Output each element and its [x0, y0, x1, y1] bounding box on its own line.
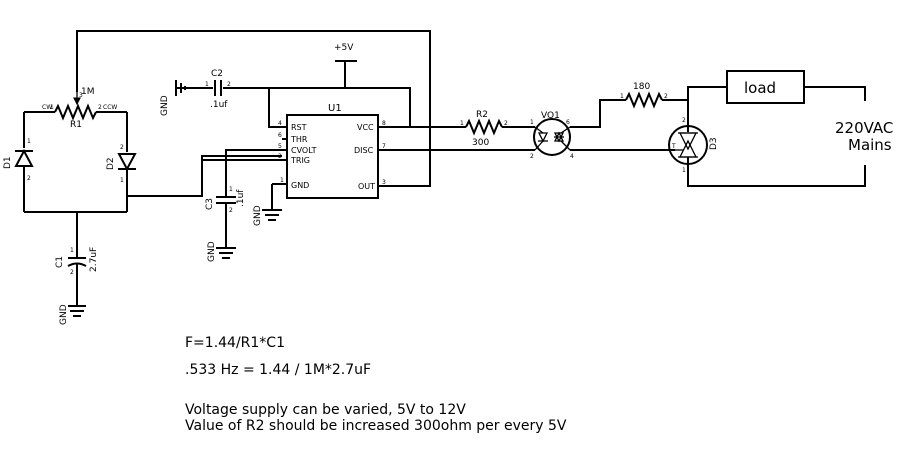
d3-pin1: 1: [682, 167, 686, 174]
r1-cw-label: CW: [42, 104, 52, 111]
u1-pin-vcc: VCC: [357, 123, 374, 132]
d2-ref: D2: [106, 157, 116, 170]
vo1-pin1: 1: [530, 119, 534, 126]
c1-pin1: 1: [70, 247, 74, 254]
d1-diode: D1 1 2: [3, 112, 34, 212]
r2-pin1: 1: [460, 120, 464, 127]
note-r2: Value of R2 should be increased 300ohm p…: [185, 418, 567, 434]
c3-gnd-label: GND: [207, 241, 217, 262]
c2-capacitor: C2 .1uf 1 2: [176, 69, 411, 128]
c1-capacitor: C1 2.7uF 1 2: [55, 212, 99, 306]
r1-ref: R1: [70, 120, 82, 130]
c3-pin1: 1: [229, 186, 233, 193]
u1-pin-num-out: 3: [382, 179, 386, 186]
vo1-pin2: 2: [530, 153, 534, 160]
u1-pin-num-trig: 2: [278, 153, 282, 160]
r1-pin2: 2: [98, 104, 102, 111]
c1-ref: C1: [55, 256, 65, 268]
r1-ccw-label: CCW: [103, 104, 117, 111]
u1-pin-num-gnd: 1: [280, 177, 284, 184]
mains-line1: 220VAC: [835, 119, 893, 137]
c1-ground: GND: [59, 304, 86, 325]
d1-pin1: 1: [27, 138, 31, 145]
r3-pin1: 1: [620, 93, 624, 100]
u1-timer-ic: U1 4 6 5 2 1 RST THR CVOLT TRIG GND 8 7 …: [272, 103, 410, 199]
d1-pin2: 2: [27, 175, 31, 182]
bridge-bottom-wire: [24, 155, 282, 213]
vo1-optocoupler: VO1 1 2 4 6: [530, 111, 574, 160]
r3-resistor: 180 1 2: [570, 82, 727, 128]
vo1-ref: VO1: [541, 111, 560, 121]
notes: F=1.44/R1*C1 .533 Hz = 1.44 / 1M*2.7uF V…: [185, 335, 567, 434]
vo1-pin6: 6: [566, 119, 570, 126]
r2-ref: R2: [476, 110, 488, 120]
d3-ref: D3: [709, 137, 719, 150]
r1-potentiometer: 3 1M CW CCW 1 2 R1: [24, 87, 127, 130]
u1-pin-num-vcc: 8: [382, 120, 386, 127]
vo1-pin4: 4: [570, 153, 574, 160]
r2-resistor: R2 300 1 2: [410, 110, 535, 148]
r3-value: 180: [633, 82, 650, 92]
u1-pin-num-disc: 7: [382, 143, 386, 150]
u1-pin-gnd: GND: [291, 181, 309, 190]
d3-pin2: 2: [682, 117, 686, 124]
note-voltage: Voltage supply can be varied, 5V to 12V: [185, 402, 466, 418]
d2-pin1: 1: [120, 177, 124, 184]
u1-pin-num-cvolt: 5: [278, 143, 282, 150]
load-label: load: [744, 79, 776, 97]
supply-label: +5V: [334, 43, 354, 53]
u1-ref: U1: [328, 103, 342, 114]
u1-ground: GND: [253, 184, 282, 226]
r3-pin2: 2: [664, 93, 668, 100]
r1-value: 1M: [81, 87, 95, 97]
u1-pin-num-rst: 4: [278, 120, 282, 127]
d2-pin2: 2: [120, 144, 124, 151]
c3-pin2: 2: [229, 207, 233, 214]
d3-pin-t: T: [671, 143, 676, 150]
c2-pin1: 1: [205, 81, 209, 88]
r1-wiper-pin: 3: [79, 92, 83, 99]
u1-pin-num-thr: 6: [278, 132, 282, 139]
mains-line2: Mains: [848, 136, 892, 154]
note-formula: F=1.44/R1*C1: [185, 335, 285, 351]
note-example: .533 Hz = 1.44 / 1M*2.7uF: [185, 362, 371, 378]
c2-gnd-label: GND: [160, 95, 170, 116]
u1-pin-out: OUT: [358, 182, 375, 191]
u1-pin-rst: RST: [291, 123, 307, 132]
feedback-wire: [76, 30, 431, 187]
d3-triac: D3 2 1 T: [668, 117, 719, 175]
load-block: load: [726, 70, 866, 104]
r2-pin2: 2: [504, 120, 508, 127]
c2-ground: GND: [160, 80, 186, 116]
r1-pin1: 1: [50, 104, 54, 111]
c3-ground: GND: [207, 241, 236, 262]
u1-pin-cvolt: CVOLT: [291, 146, 317, 155]
r2-value: 300: [472, 138, 489, 148]
c2-ref: C2: [211, 69, 223, 79]
c1-gnd-label: GND: [59, 304, 69, 325]
mains-terminals: 220VAC Mains: [687, 119, 893, 187]
u1-pin-thr: THR: [290, 135, 308, 144]
c1-value: 2.7uF: [89, 247, 99, 272]
c3-capacitor: C3 .1uf 1 2: [205, 149, 282, 248]
u1-gnd-label: GND: [253, 205, 263, 226]
d2-diode: D2 2 1: [106, 112, 137, 212]
u1-pin-disc: DISC: [354, 146, 374, 155]
c1-pin2: 2: [70, 269, 74, 276]
u1-pin-trig: TRIG: [290, 156, 310, 165]
c3-value: .1uf: [236, 189, 246, 207]
c3-ref: C3: [205, 198, 215, 210]
vcc-supply: +5V: [334, 43, 357, 88]
c2-pin2: 2: [227, 81, 231, 88]
c2-value: .1uf: [210, 100, 228, 110]
d1-ref: D1: [3, 156, 13, 169]
